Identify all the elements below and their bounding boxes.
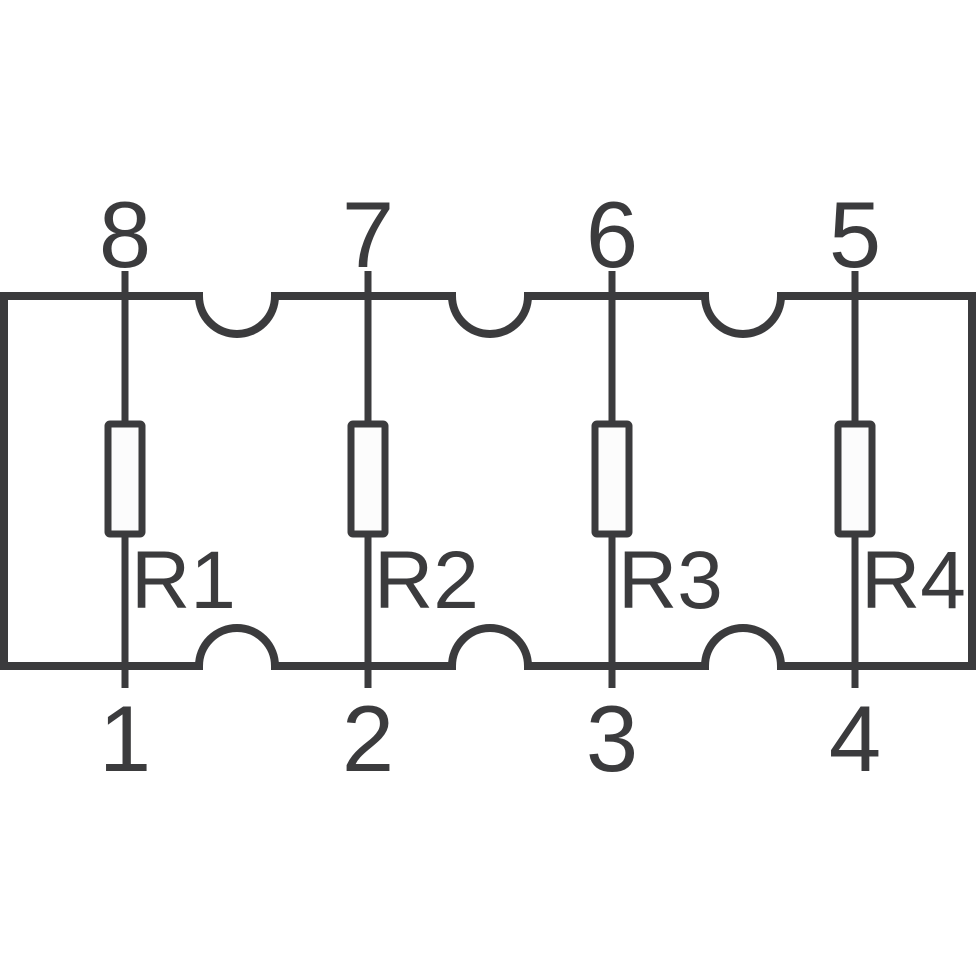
resistor-r1-label: R1 bbox=[131, 535, 236, 626]
resistor-r4-symbol bbox=[834, 420, 876, 538]
resistor-r4-label: R4 bbox=[861, 535, 966, 626]
resistor-r3-label: R3 bbox=[618, 535, 723, 626]
resistor-r1-symbol bbox=[104, 420, 146, 538]
resistor-r2-label: R2 bbox=[374, 535, 479, 626]
package-outline bbox=[0, 292, 976, 670]
pin-5-number: 5 bbox=[829, 182, 881, 287]
pin-4-number: 4 bbox=[829, 686, 881, 791]
resistor-r2-symbol bbox=[347, 420, 389, 538]
pin-3-number: 3 bbox=[586, 686, 638, 791]
pin-6-number: 6 bbox=[586, 182, 638, 287]
pin-2-number: 2 bbox=[342, 686, 394, 791]
pin-8-number: 8 bbox=[99, 182, 151, 287]
pin-1-number: 1 bbox=[99, 686, 151, 791]
pin-7-number: 7 bbox=[342, 182, 394, 287]
resistor-r3-symbol bbox=[591, 420, 633, 538]
